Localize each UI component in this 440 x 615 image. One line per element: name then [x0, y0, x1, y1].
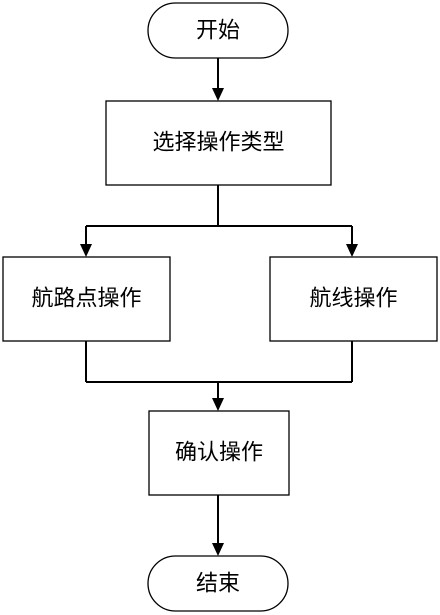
node-end-label: 结束: [196, 572, 240, 597]
edge-select-to-branches: [80, 185, 358, 257]
edge-start-to-select: [212, 58, 224, 101]
node-waypoint-op-label: 航路点操作: [31, 287, 141, 312]
node-select-type: 选择操作类型: [105, 100, 332, 186]
node-start-label: 开始: [196, 19, 240, 44]
arrowhead-icon: [212, 398, 224, 411]
node-confirm-op: 确认操作: [148, 410, 290, 496]
node-route-op-label: 航线操作: [309, 287, 397, 312]
arrowhead-icon: [80, 244, 92, 257]
node-select-type-label: 选择操作类型: [152, 131, 284, 156]
node-confirm-op-label: 确认操作: [175, 441, 263, 466]
edge-confirm-to-end: [212, 495, 224, 556]
node-waypoint-op: 航路点操作: [2, 256, 171, 342]
node-route-op: 航线操作: [269, 256, 438, 342]
arrowhead-icon: [212, 88, 224, 101]
node-start: 开始: [147, 2, 289, 59]
edge-branches-to-confirm: [85, 341, 353, 411]
arrowhead-icon: [346, 244, 358, 257]
arrowhead-icon: [212, 543, 224, 556]
node-end: 结束: [147, 555, 289, 612]
